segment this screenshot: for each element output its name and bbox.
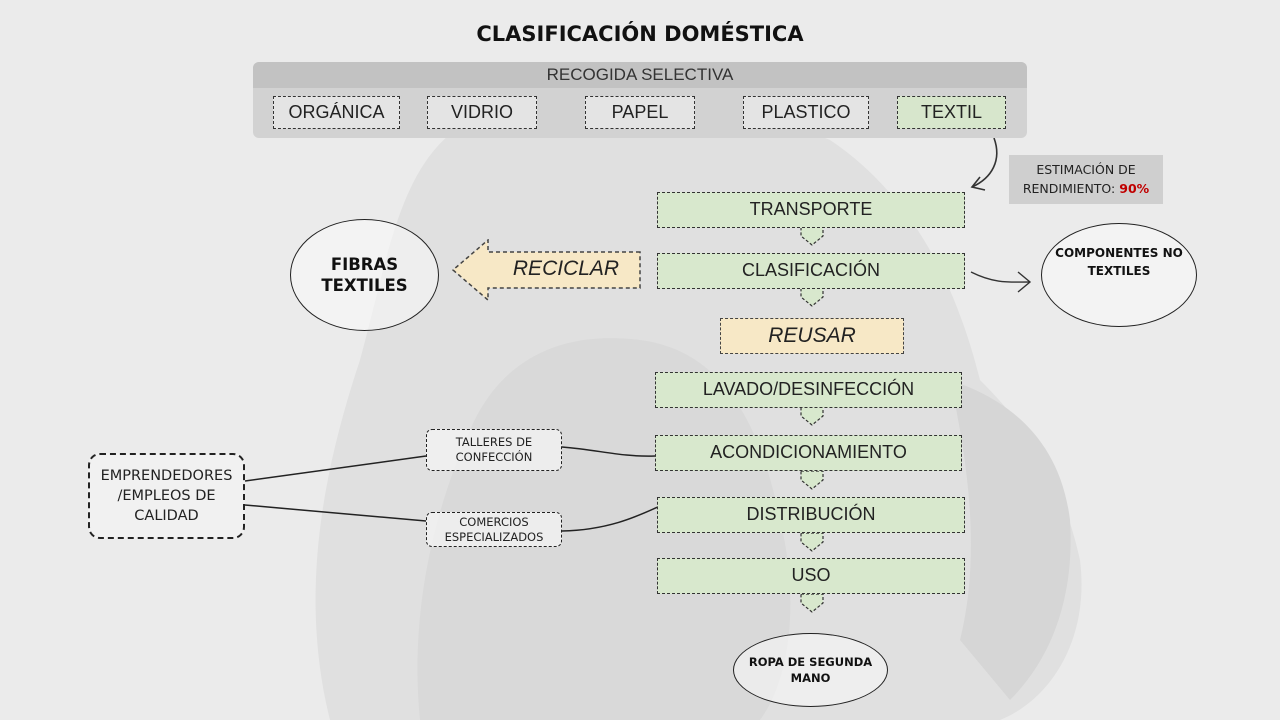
componentes-no-textiles-node: COMPONENTES NO TEXTILES bbox=[1041, 223, 1197, 327]
recogida-selectiva-panel: RECOGIDA SELECTIVA ORGÁNICA VIDRIO PAPEL… bbox=[253, 62, 1027, 138]
step-reusar[interactable]: REUSAR bbox=[720, 318, 904, 354]
step-lavado-desinfeccion[interactable]: LAVADO/DESINFECCIÓN bbox=[655, 372, 962, 408]
emprendedores-box: EMPRENDEDORES /EMPLEOS DE CALIDAD bbox=[88, 453, 245, 539]
estimate-percent: 90% bbox=[1119, 181, 1150, 196]
category-organica[interactable]: ORGÁNICA bbox=[273, 96, 400, 129]
step-clasificacion[interactable]: CLASIFICACIÓN bbox=[657, 253, 965, 289]
left-arrow-icon bbox=[451, 239, 641, 301]
reciclar-label: RECICLAR bbox=[512, 257, 620, 280]
talleres-line2: CONFECCIÓN bbox=[455, 450, 533, 464]
category-vidrio[interactable]: VIDRIO bbox=[427, 96, 537, 129]
componentes-line2: TEXTILES bbox=[1087, 264, 1151, 278]
estimate-box: ESTIMACIÓN DE RENDIMIENTO: 90% bbox=[1009, 155, 1163, 204]
step-uso[interactable]: USO bbox=[657, 558, 965, 594]
fibras-line1: FIBRAS bbox=[330, 255, 399, 274]
step-transporte[interactable]: TRANSPORTE bbox=[657, 192, 965, 228]
estimate-line2-wrap: RENDIMIENTO: 90% bbox=[1009, 179, 1163, 198]
comercios-especializados-box: COMERCIOS ESPECIALIZADOS bbox=[426, 512, 562, 547]
page-title: CLASIFICACIÓN DOMÉSTICA bbox=[476, 22, 804, 46]
fibras-textiles-node: FIBRAS TEXTILES bbox=[290, 219, 439, 331]
reciclar-arrow[interactable]: RECICLAR bbox=[451, 239, 641, 301]
talleres-line1: TALLERES DE bbox=[455, 435, 533, 449]
ropa-line2: MANO bbox=[790, 671, 831, 685]
step-distribucion[interactable]: DISTRIBUCIÓN bbox=[657, 497, 965, 533]
category-plastico[interactable]: PLASTICO bbox=[743, 96, 869, 129]
estimate-line2: RENDIMIENTO: bbox=[1022, 181, 1116, 196]
estimate-line1: ESTIMACIÓN DE bbox=[1036, 162, 1136, 177]
comercios-line1: COMERCIOS bbox=[459, 514, 529, 529]
emprendedores-line3: CALIDAD bbox=[134, 508, 199, 524]
talleres-confeccion-box: TALLERES DE CONFECCIÓN bbox=[426, 429, 562, 471]
category-papel[interactable]: PAPEL bbox=[585, 96, 695, 129]
comercios-line2: ESPECIALIZADOS bbox=[444, 529, 544, 544]
recogida-header: RECOGIDA SELECTIVA bbox=[253, 62, 1027, 88]
componentes-line1: COMPONENTES NO bbox=[1055, 246, 1183, 260]
ropa-segunda-mano-node: ROPA DE SEGUNDA MANO bbox=[733, 633, 888, 707]
step-acondicionamiento[interactable]: ACONDICIONAMIENTO bbox=[655, 435, 962, 471]
fibras-line2: TEXTILES bbox=[321, 276, 408, 295]
emprendedores-line1: EMPRENDEDORES bbox=[100, 468, 233, 484]
category-textil[interactable]: TEXTIL bbox=[897, 96, 1006, 129]
ropa-line1: ROPA DE SEGUNDA bbox=[748, 655, 873, 669]
emprendedores-line2: /EMPLEOS DE bbox=[117, 488, 216, 504]
